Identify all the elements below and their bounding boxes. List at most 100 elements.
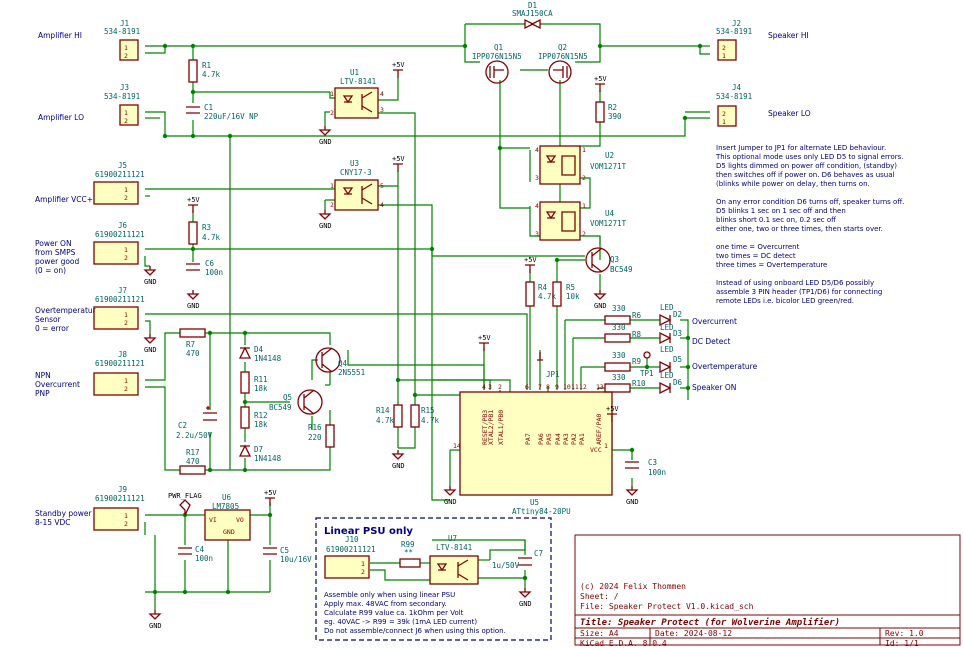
j6-value: 61900211121 <box>95 230 145 239</box>
svg-text:Sheet: /: Sheet: / <box>580 592 619 601</box>
svg-text:U7: U7 <box>448 534 457 543</box>
jumper-note-line: then switches off if power on. D6 behave… <box>716 171 895 179</box>
svg-text:R16: R16 <box>308 423 322 432</box>
psu-note-line: Assemble only when using linear PSU <box>324 591 455 599</box>
ground-label: GND <box>319 138 332 146</box>
svg-text:2: 2 <box>124 117 128 125</box>
connector-j2: 21 J2 534-8191 Speaker HI <box>716 19 809 61</box>
jumper-note-line: three times = Overtemperature <box>716 261 827 269</box>
jumper-note-line: Insert Jumper to JP1 for alternate LED b… <box>716 144 886 152</box>
svg-text:Q3: Q3 <box>610 255 619 264</box>
wires <box>144 23 710 610</box>
svg-text:1: 1 <box>124 186 128 194</box>
svg-text:1N4148: 1N4148 <box>254 354 282 363</box>
plus-5v-label: +5V <box>594 75 607 83</box>
mcu-pin-number: 8 <box>546 383 550 391</box>
svg-text:CNY17-3: CNY17-3 <box>340 168 372 177</box>
svg-text:330: 330 <box>612 373 626 382</box>
svg-text:2: 2 <box>124 520 128 528</box>
linear-psu-box: Linear PSU only 12 J10 61900211121 R99 *… <box>315 517 552 641</box>
j1-ref: J1 <box>120 19 129 28</box>
svg-text:File: Speaker Protect V1.0.kic: File: Speaker Protect V1.0.kicad_sch <box>580 602 754 611</box>
mcu-pin-label: XTAL2/PB1 <box>487 410 495 445</box>
mcu-pin-label: PA5 <box>545 433 553 445</box>
plus-5v-symbol <box>265 497 275 506</box>
pwr-flag: PWR_FLAG <box>168 492 202 516</box>
svg-text:330: 330 <box>612 304 626 313</box>
jumper-note-line: two times = DC detect <box>716 252 796 260</box>
j2-label: Speaker HI <box>768 31 809 40</box>
mcu-pin-labels: RESET/PB34XTAL2/PB13XTAL1/PB02PA76PA67PA… <box>481 383 604 445</box>
jumper-note-line: Instead of using onboard LED D5/D6 possi… <box>716 279 874 287</box>
mcu-pin-number: 7 <box>538 383 542 391</box>
svg-text:1: 1 <box>124 512 128 520</box>
j5-value: 61900211121 <box>95 170 145 179</box>
resistor-r10: 330 R10 <box>604 373 646 393</box>
svg-text:D6: D6 <box>673 378 683 387</box>
resistor-r8: 330 R8 <box>604 323 642 343</box>
capacitor-c5: C5 10u/16V <box>263 546 312 564</box>
j7-label-1: Overtemperatur <box>35 306 97 315</box>
plus-5v-symbol <box>479 342 489 351</box>
jumper-note-line: blinks short 0.1 sec on, 0.2 sec off <box>716 216 836 224</box>
mcu-pin-number: 13 <box>596 383 604 391</box>
j7-label-3: 0 = error <box>35 324 70 333</box>
resistor-r3: R3 4.7k <box>188 221 221 245</box>
svg-text:2: 2 <box>124 52 128 60</box>
svg-text:J10: J10 <box>345 535 359 544</box>
svg-text:LED: LED <box>660 371 674 380</box>
svg-text:Q5: Q5 <box>283 393 292 402</box>
j3-value: 534-8191 <box>104 92 140 101</box>
svg-text:4: 4 <box>535 146 539 154</box>
svg-text:4.7k: 4.7k <box>376 416 395 425</box>
svg-text:U6: U6 <box>222 493 232 502</box>
resistor-r17: R17 470 <box>179 448 206 475</box>
j4-value: 534-8191 <box>716 92 752 101</box>
j8-value: 61900211121 <box>95 359 145 368</box>
svg-text:D2: D2 <box>673 310 682 319</box>
ground-label: GND <box>594 302 607 310</box>
svg-text:U4: U4 <box>605 209 615 218</box>
resistor-r5: R5 10k <box>552 281 580 307</box>
transistor-q4: Q4 2N5551 <box>315 347 365 377</box>
svg-text:BC549: BC549 <box>610 265 633 274</box>
svg-text:2: 2 <box>361 568 365 576</box>
j5-label: Amplifier VCC+ <box>35 195 93 204</box>
connector-j4: 21 J4 534-8191 Speaker LO <box>716 83 811 127</box>
j8-label-3: PNP <box>35 389 50 398</box>
svg-text:R3: R3 <box>202 223 211 232</box>
jumper-note-line: On any error condition D6 turns off, spe… <box>716 198 904 206</box>
svg-text:1: 1 <box>582 146 586 154</box>
svg-text:1: 1 <box>582 202 586 210</box>
svg-text:1: 1 <box>604 442 608 450</box>
resistor-r9: 330 R9 <box>604 351 641 372</box>
j6-label-2: from SMPS <box>35 248 76 257</box>
jumper-note-line: (blinks while power on delay, then turns… <box>716 180 870 188</box>
psu-note-line: Calculate R99 value ca. 1kOhm per Volt <box>324 609 464 617</box>
svg-text:LED: LED <box>660 345 674 354</box>
svg-text:R10: R10 <box>632 379 646 388</box>
svg-text:KiCad E.D.A. 8.0.4: KiCad E.D.A. 8.0.4 <box>580 639 667 648</box>
mcu-pin-number: 9 <box>555 383 559 391</box>
j9-value: 61900211121 <box>95 494 145 503</box>
mcu-pin-label: PA1 <box>578 433 586 445</box>
svg-text:100n: 100n <box>205 268 223 277</box>
svg-text:4: 4 <box>380 201 384 209</box>
plus-5v-label: +5V <box>392 61 405 69</box>
svg-text:JP1: JP1 <box>546 370 560 379</box>
ground-label: GND <box>444 498 457 506</box>
resistor-r12: R12 18k <box>240 406 268 429</box>
resistor-r2: R2 390 <box>595 101 622 123</box>
svg-text:100n: 100n <box>195 554 213 563</box>
svg-text:390: 390 <box>608 112 622 121</box>
svg-text:2: 2 <box>722 44 726 52</box>
svg-text:1: 1 <box>124 109 128 117</box>
mcu-pin-label: RESET/PB3 <box>481 410 489 445</box>
svg-text:C6: C6 <box>205 259 215 268</box>
svg-text:U2: U2 <box>605 151 614 160</box>
svg-text:1: 1 <box>124 44 128 52</box>
plus-5v-symbol <box>595 83 605 92</box>
svg-text:LTV-8141: LTV-8141 <box>340 77 376 86</box>
transistor-q5: Q5 BC549 <box>269 389 323 415</box>
